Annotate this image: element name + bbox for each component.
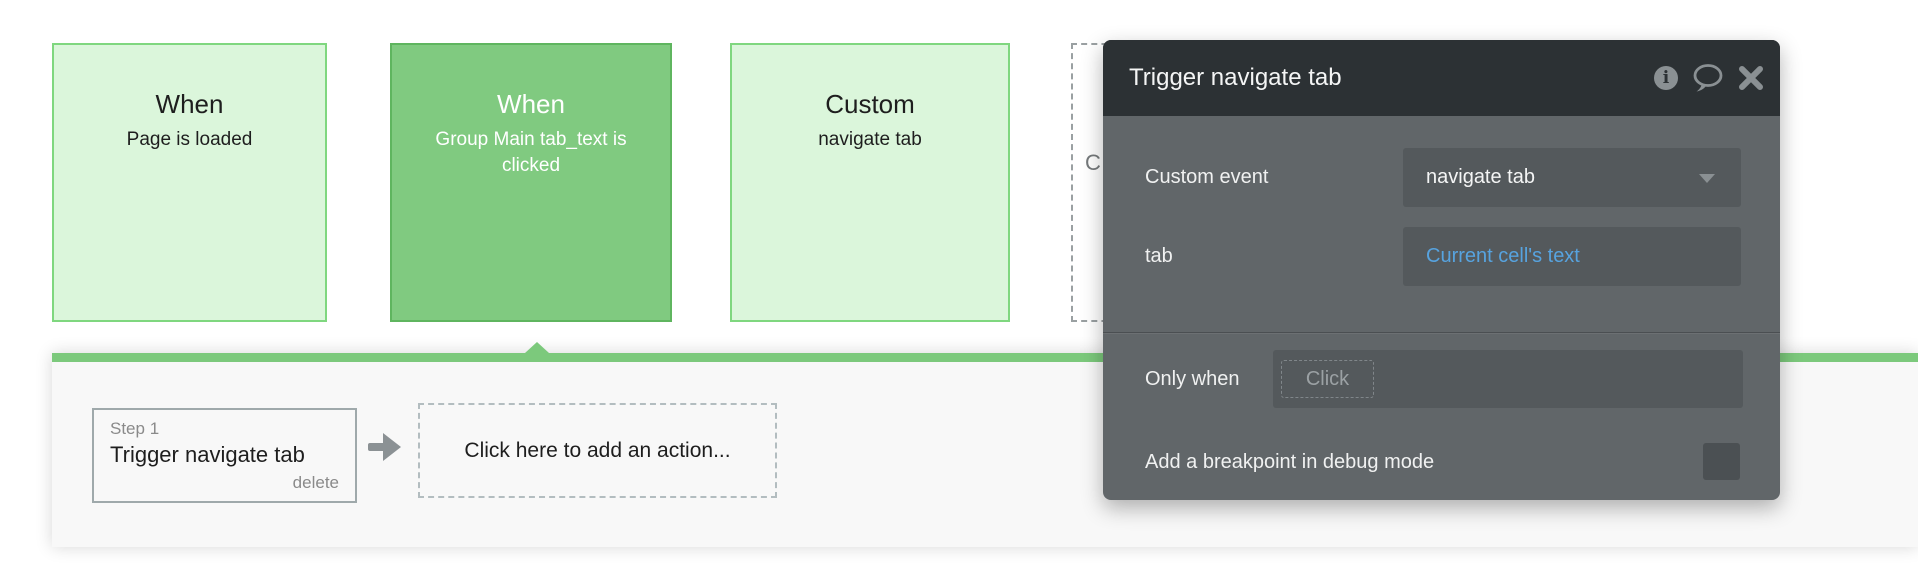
event-properties-popup: Trigger navigate tab i Custom event navi… xyxy=(1103,40,1780,500)
selected-event-pointer-icon xyxy=(525,342,549,353)
step-title: Trigger navigate tab xyxy=(110,442,305,467)
add-action-label: Click here to add an action... xyxy=(464,438,731,462)
only-when-field[interactable]: Click xyxy=(1273,350,1743,408)
chevron-down-icon xyxy=(1699,174,1715,183)
popup-header-icons: i xyxy=(1654,63,1764,93)
step-1-card[interactable]: Step 1 Trigger navigate tab delete xyxy=(92,408,357,503)
add-action-button[interactable]: Click here to add an action... xyxy=(418,403,777,498)
breakpoint-label: Add a breakpoint in debug mode xyxy=(1145,451,1435,473)
tab-label: tab xyxy=(1145,245,1173,267)
popup-header: Trigger navigate tab i xyxy=(1103,40,1780,116)
event-card-title: When xyxy=(155,89,224,119)
custom-event-value: navigate tab xyxy=(1426,166,1535,188)
event-card-title: When xyxy=(497,89,565,119)
event-card-custom-navigate-tab[interactable]: Custom navigate tab xyxy=(730,43,1010,322)
next-step-arrow-icon xyxy=(366,429,404,465)
custom-event-dropdown[interactable]: navigate tab xyxy=(1403,148,1741,207)
only-when-label: Only when xyxy=(1145,368,1240,390)
only-when-click-placeholder[interactable]: Click xyxy=(1281,360,1374,398)
event-card-text-fragment: C xyxy=(1085,150,1101,175)
tab-expression-value: Current cell's text xyxy=(1426,245,1580,267)
tab-expression-field[interactable]: Current cell's text xyxy=(1403,227,1741,286)
custom-event-label: Custom event xyxy=(1145,166,1269,188)
step-delete-link[interactable]: delete xyxy=(292,473,339,492)
close-icon[interactable] xyxy=(1738,65,1764,91)
timeline-bar xyxy=(52,353,1918,362)
popup-title: Trigger navigate tab xyxy=(1129,64,1342,91)
event-card-subtitle: Page is loaded xyxy=(126,129,253,150)
popup-divider xyxy=(1103,332,1780,333)
comment-icon[interactable] xyxy=(1691,63,1725,93)
event-card-group-main-clicked[interactable]: When Group Main tab_text is clicked xyxy=(390,43,672,322)
event-card-subtitle: Group Main tab_text is clicked xyxy=(435,129,627,176)
info-icon[interactable]: i xyxy=(1654,66,1678,90)
event-card-title: Custom xyxy=(825,89,915,119)
event-card-page-loaded[interactable]: When Page is loaded xyxy=(52,43,327,322)
breakpoint-checkbox[interactable] xyxy=(1703,443,1740,480)
event-card-subtitle: navigate tab xyxy=(818,129,922,150)
step-number-label: Step 1 xyxy=(110,419,160,438)
